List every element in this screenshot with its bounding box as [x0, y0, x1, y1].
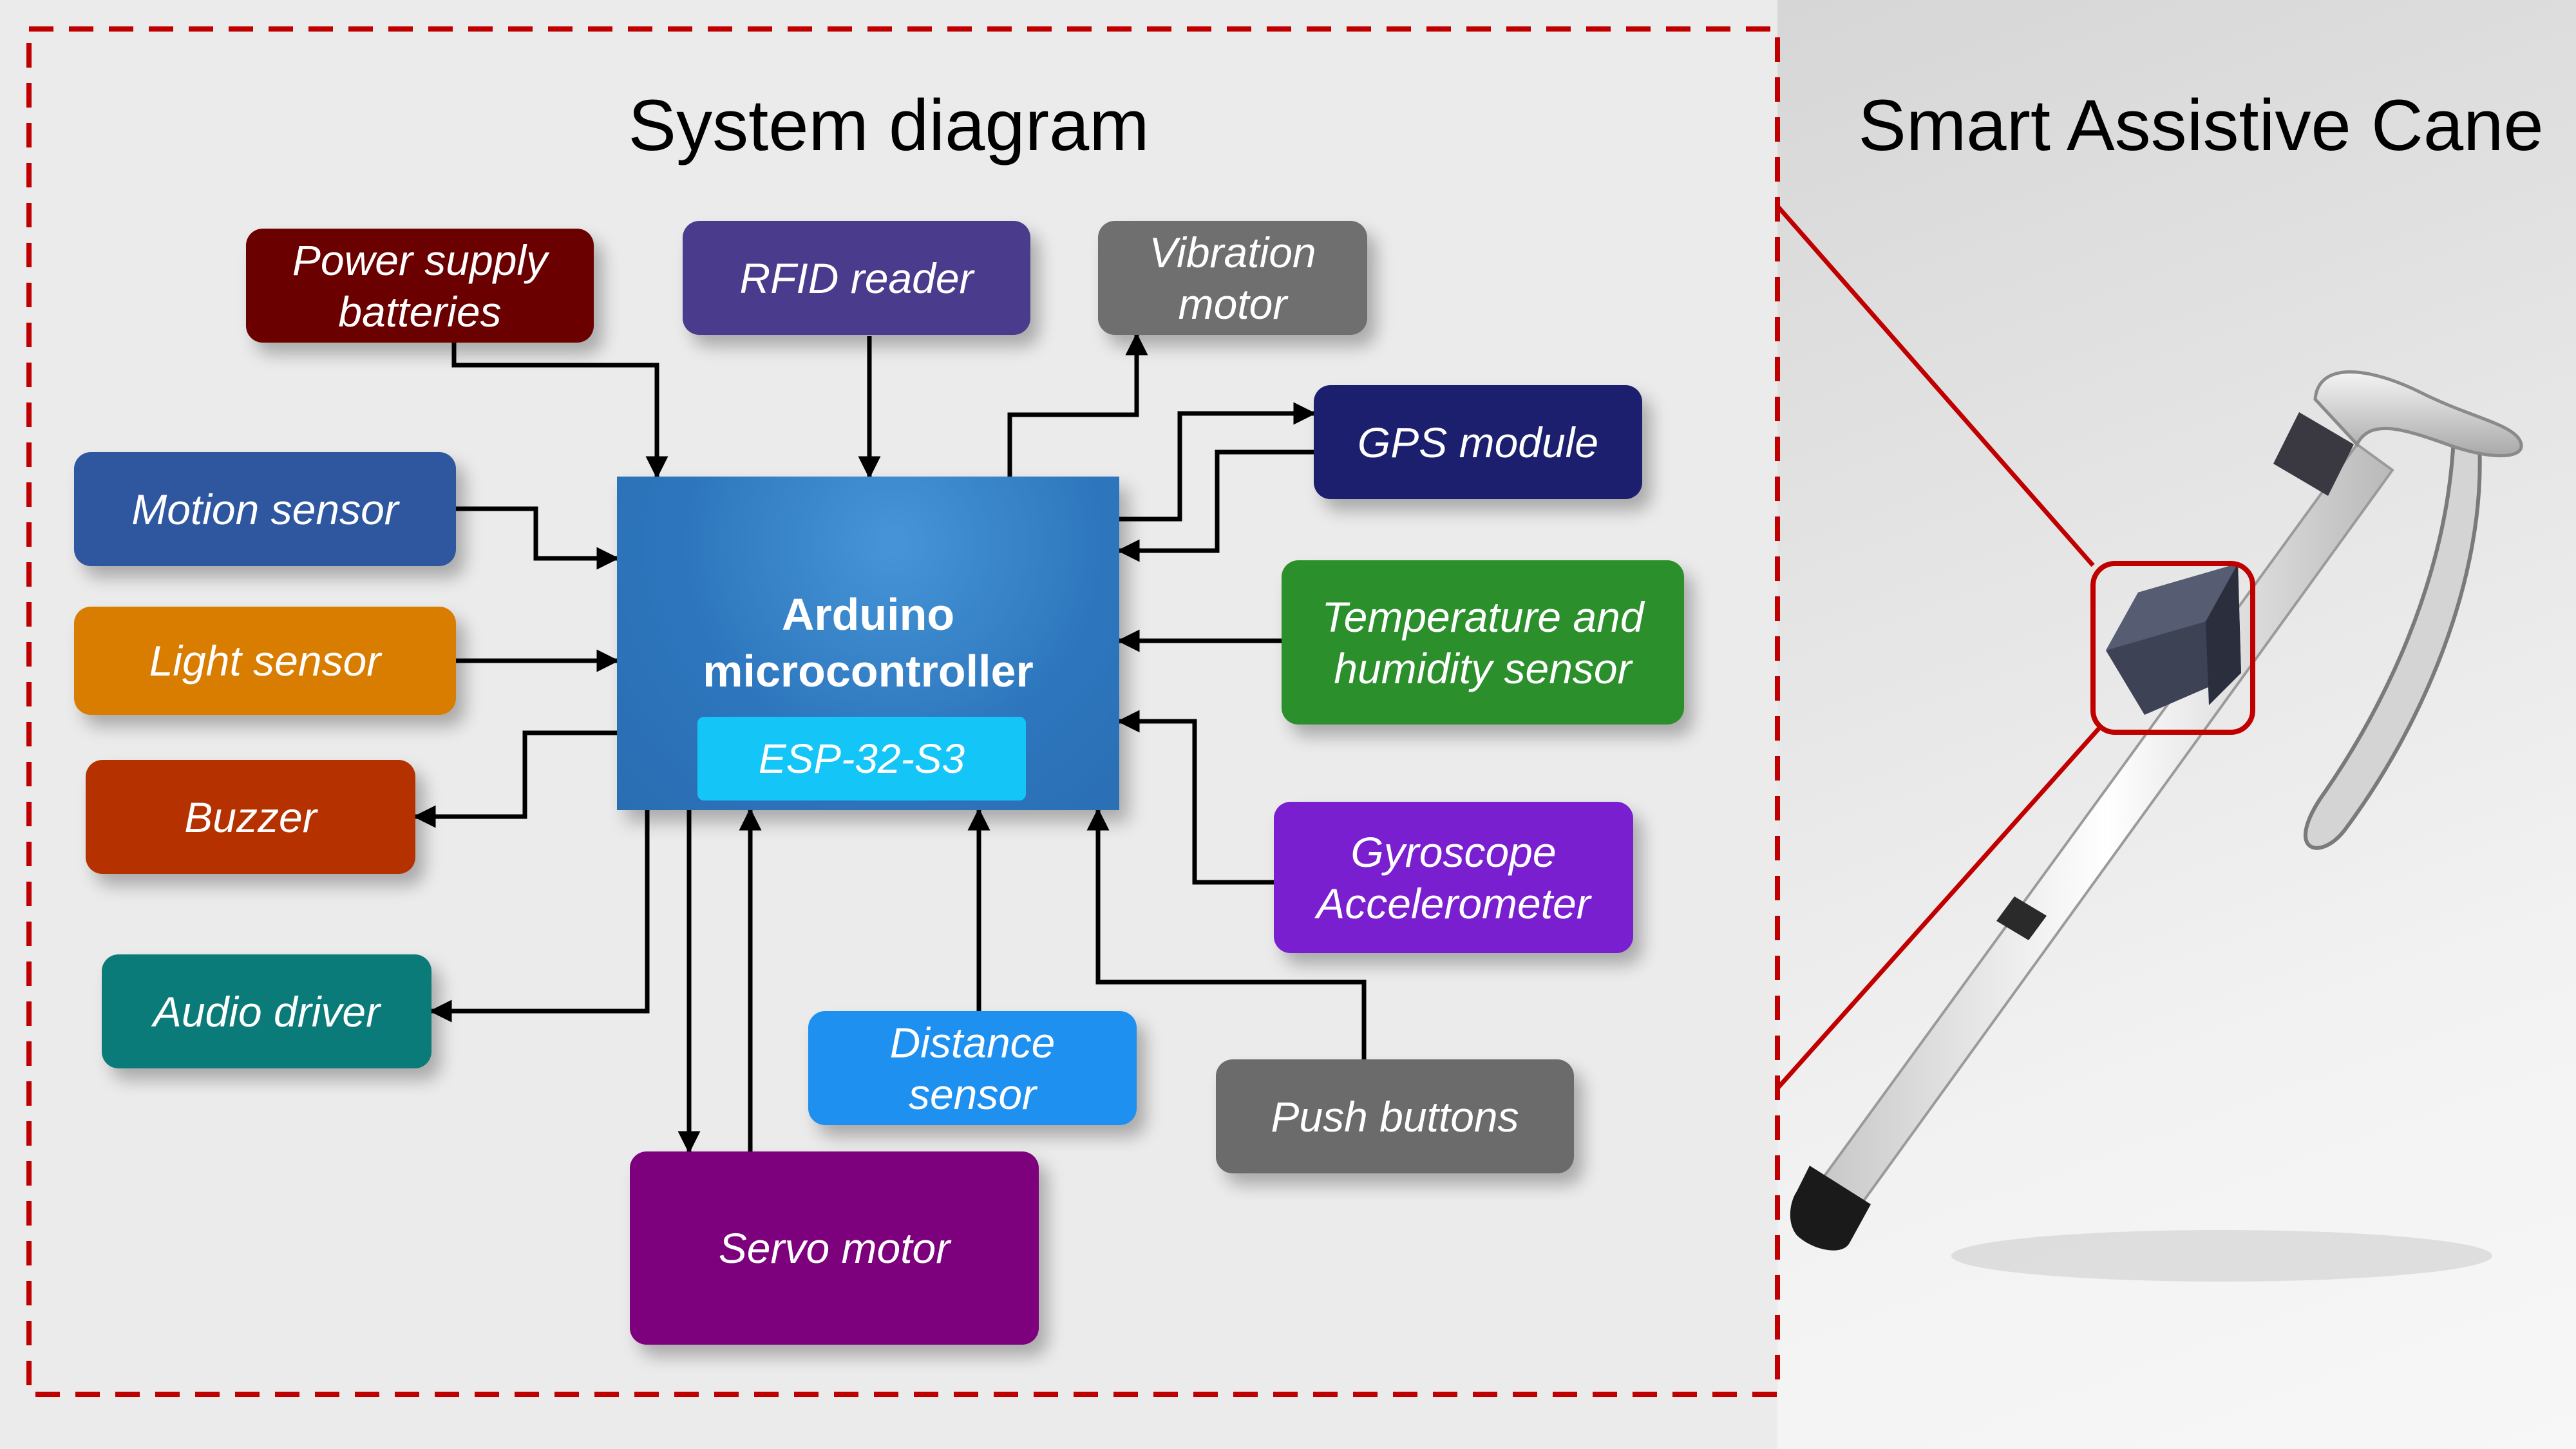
block-servo-motor: Servo motor: [630, 1151, 1039, 1345]
arrow-gyro: [1117, 710, 1274, 885]
block-motion-sensor: Motion sensor: [74, 452, 456, 566]
arrow-gps-in: [1117, 450, 1314, 562]
arrow-buzzer: [413, 730, 617, 828]
block-light-sensor: Light sensor: [74, 607, 456, 715]
block-temperature-humidity: Temperature and humidity sensor: [1282, 560, 1684, 724]
block-buzzer: Buzzer: [86, 760, 415, 874]
block-audio-driver: Audio driver: [102, 954, 431, 1068]
arrow-gps-out: [1119, 402, 1316, 522]
arrow-audio: [429, 810, 650, 1023]
block-gyroscope-accelerometer: Gyroscope Accelerometer: [1274, 802, 1633, 953]
block-vibration-motor: Vibration motor: [1098, 221, 1367, 335]
module-highlight: [2090, 561, 2255, 735]
cane-title: Smart Assistive Cane: [1858, 85, 2544, 166]
block-distance-sensor: Distance sensor: [808, 1011, 1137, 1125]
module-cube: [2106, 564, 2241, 715]
microcontroller-label: Arduino microcontroller: [703, 589, 1034, 696]
cane-illustration: [1790, 370, 2523, 1282]
arrow-motion: [456, 506, 620, 570]
arrow-push: [1086, 808, 1367, 1059]
block-gps-module: GPS module: [1314, 385, 1642, 499]
block-push-buttons: Push buttons: [1216, 1059, 1574, 1173]
chip-badge: ESP-32-S3: [697, 717, 1026, 800]
zoom-connector: [1776, 204, 2103, 1090]
connector-arrows: [413, 332, 1367, 1154]
arrow-power: [451, 343, 668, 479]
diagram-title: System diagram: [628, 85, 1150, 166]
block-rfid-reader: RFID reader: [683, 221, 1030, 335]
arrow-vibration: [1007, 332, 1148, 477]
block-power-supply: Power supply batteries: [246, 229, 594, 343]
microcontroller-block: Arduino microcontroller ESP-32-S3: [617, 477, 1119, 810]
